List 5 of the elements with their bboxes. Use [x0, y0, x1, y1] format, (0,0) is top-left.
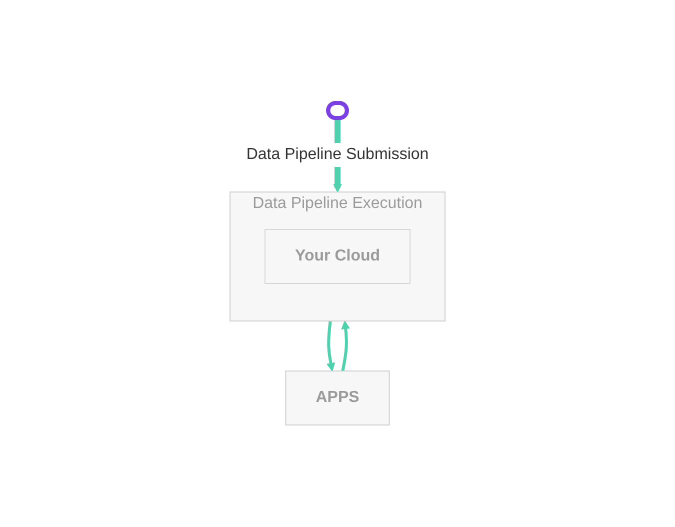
edge-label: Data Pipeline Submission	[246, 146, 429, 162]
node-box: APPS	[285, 370, 390, 425]
arrow	[326, 320, 336, 371]
arrow	[341, 320, 350, 371]
node-box: Your Cloud	[264, 228, 411, 284]
